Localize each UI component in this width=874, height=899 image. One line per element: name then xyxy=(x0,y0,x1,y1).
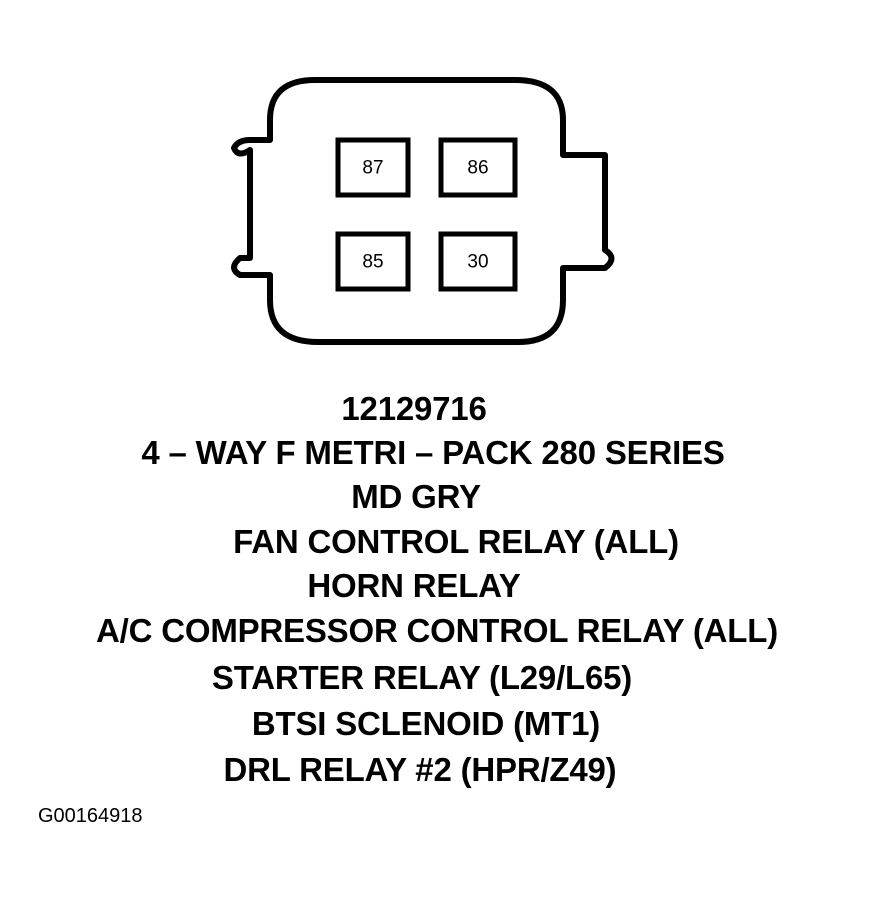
figure-id: G00164918 xyxy=(38,805,143,827)
connector-description: 4 – WAY F METRI – PACK 280 SERIES xyxy=(141,434,725,471)
pin-30-cavity xyxy=(438,231,518,292)
application-fan-control-relay: FAN CONTROL RELAY (ALL) xyxy=(233,523,679,560)
pin-85-cavity xyxy=(335,231,411,292)
pin-87-label: 87 xyxy=(362,158,383,179)
application-btsi-solenoid: BTSI SCLENOID (MT1) xyxy=(251,705,601,742)
part-number: 12129716 xyxy=(341,390,487,427)
connector-housing xyxy=(231,77,615,345)
pin-87-cavity xyxy=(335,137,411,198)
connector-color: MD GRY xyxy=(351,478,481,515)
application-starter-relay: STARTER RELAY (L29/L65) xyxy=(211,659,633,696)
application-ac-compressor-control-relay: A/C COMPRESSOR CONTROL RELAY (ALL) xyxy=(96,612,778,649)
application-horn-relay: HORN RELAY xyxy=(307,567,521,604)
pin-85-label: 85 xyxy=(362,252,383,273)
pin-86-label: 86 xyxy=(467,158,488,179)
application-drl-relay: DRL RELAY #2 (HPR/Z49) xyxy=(223,751,617,788)
pin-30-label: 30 xyxy=(467,252,488,273)
connector-diagram: 87 86 85 30 xyxy=(231,77,615,345)
pin-86-cavity xyxy=(438,137,518,198)
